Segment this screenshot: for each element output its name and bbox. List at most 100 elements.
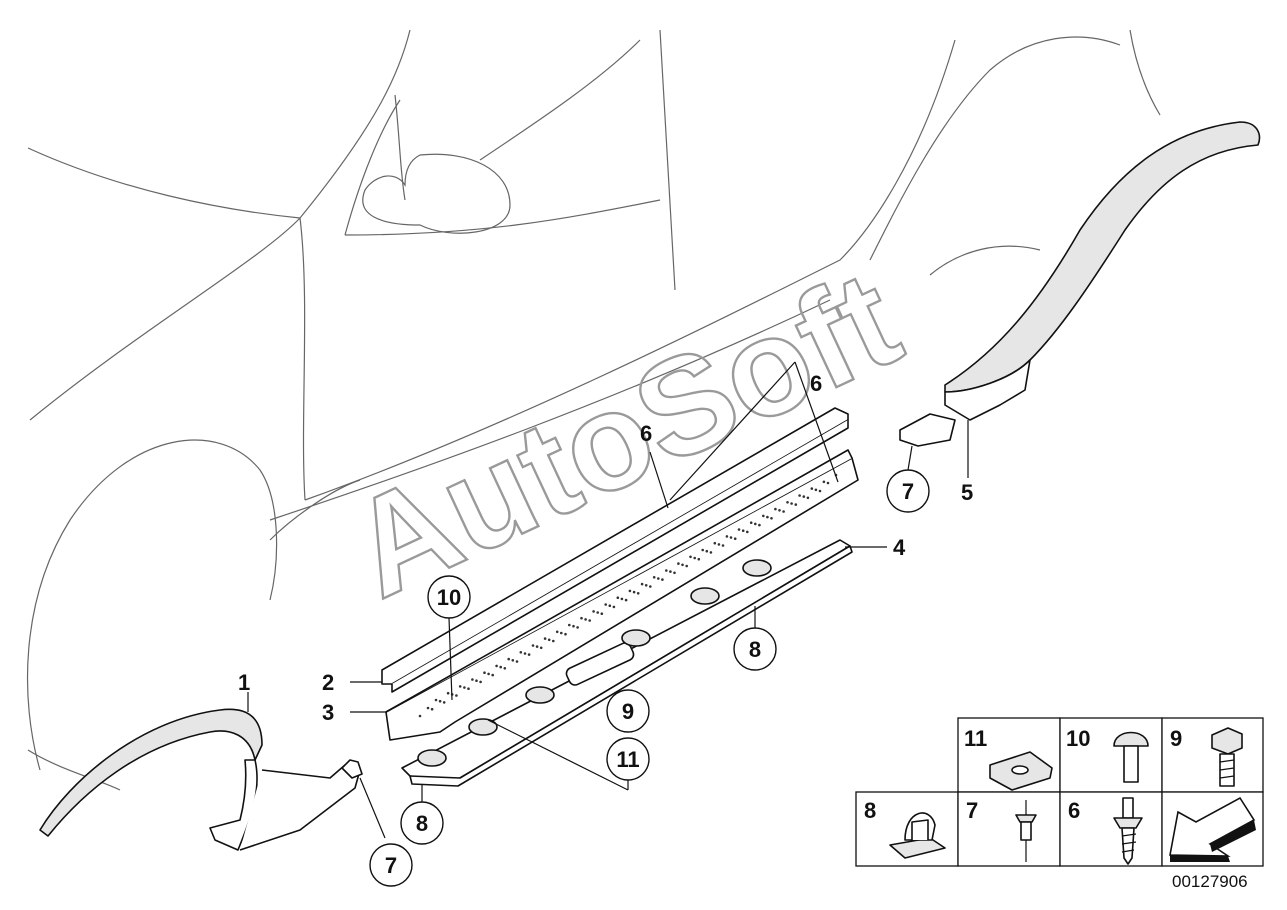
sill-dot — [652, 576, 656, 579]
sill-dot — [632, 590, 636, 594]
label-1: 1 — [238, 670, 250, 695]
label-6-top: 6 — [640, 421, 652, 446]
sill-dot — [592, 610, 595, 613]
sill-dot — [762, 514, 765, 518]
label-6-right: 6 — [810, 371, 822, 396]
callout-7-right: 7 — [886, 469, 930, 513]
sill-dot — [681, 563, 684, 567]
sill-dot — [426, 706, 430, 710]
sill-dot — [717, 543, 721, 546]
sill-dot — [434, 698, 438, 702]
part-4-sill-lower-trim — [401, 539, 853, 787]
sill-dot — [547, 638, 551, 642]
sill-dot — [527, 653, 531, 656]
callout-11: 11 — [606, 737, 650, 781]
sill-dot — [725, 535, 729, 538]
sill-dot — [802, 495, 806, 498]
sill-dot — [697, 557, 701, 561]
svg-text:9: 9 — [622, 699, 634, 724]
sill-dot — [741, 529, 745, 532]
clip-nut-icon — [989, 751, 1053, 791]
vehicle-body-outline — [26, 29, 1161, 791]
sill-dot — [693, 556, 696, 560]
svg-text:8: 8 — [749, 637, 761, 662]
sill-dot — [495, 664, 498, 668]
sill-dot — [729, 536, 733, 539]
sill-dot — [580, 616, 583, 620]
sill-dot — [612, 605, 616, 609]
sill-dot — [758, 523, 761, 527]
callout-9: 9 — [606, 689, 650, 733]
plastic-clip-icon — [889, 812, 946, 859]
sill-dot — [584, 618, 587, 621]
sill-dot — [560, 631, 563, 635]
sill-dot — [640, 582, 644, 586]
sill-dot — [628, 589, 632, 593]
sill-dot — [572, 624, 575, 628]
sill-dot — [467, 687, 470, 690]
sill-dot — [685, 564, 688, 568]
sill-dot — [810, 487, 814, 490]
sill-dot — [483, 671, 486, 674]
sill-dot — [713, 541, 717, 545]
legend-number-6: 6 — [1068, 798, 1080, 823]
sill-dot — [463, 686, 466, 689]
sill-dot — [479, 680, 482, 684]
sill-dot — [531, 644, 535, 647]
sill-dot — [814, 488, 818, 492]
sill-dot — [446, 691, 450, 695]
svg-text:7: 7 — [385, 853, 397, 878]
small-parts-legend: 11 10 9 8 7 6 — [855, 717, 1264, 867]
sill-dot — [649, 585, 652, 588]
sill-dot — [511, 659, 515, 662]
legend-number-9: 9 — [1170, 726, 1182, 751]
sill-dot — [438, 699, 442, 703]
part-1-wheel-arch-trim — [39, 708, 363, 851]
sill-dot — [442, 701, 446, 704]
sill-dot — [515, 660, 519, 663]
sill-dot — [665, 569, 668, 572]
sill-dot — [701, 548, 704, 552]
sill-dot — [543, 637, 547, 640]
sill-dot — [778, 509, 781, 512]
sill-dot — [491, 673, 495, 677]
sill-dot — [636, 592, 640, 595]
sill-dot — [770, 517, 773, 520]
sill-dot — [709, 551, 713, 554]
sill-dot — [576, 626, 579, 629]
hex-bolt-icon — [1211, 727, 1243, 787]
sill-dot — [669, 570, 672, 573]
svg-text:7: 7 — [902, 479, 914, 504]
legend-number-11: 11 — [964, 726, 987, 751]
legend-number-7: 7 — [966, 798, 978, 823]
label-5: 5 — [961, 480, 973, 505]
sill-dot — [794, 503, 798, 506]
sill-dot — [535, 645, 539, 648]
sill-dot — [539, 646, 543, 650]
sill-dot — [555, 630, 559, 634]
sill-dot — [620, 597, 624, 601]
blind-rivet-icon — [1015, 800, 1037, 862]
sill-dot — [564, 632, 567, 636]
sill-dot — [596, 611, 599, 614]
sill-dot — [782, 510, 785, 513]
callout-8-left: 8 — [400, 801, 444, 845]
label-2: 2 — [322, 670, 334, 695]
sill-dot — [689, 555, 692, 559]
sill-dot — [475, 679, 478, 682]
sill-dot — [604, 603, 607, 606]
diagram-id: 00127906 — [1172, 872, 1248, 891]
mushroom-head-pin-icon — [1113, 731, 1149, 783]
callout-10: 10 — [427, 575, 471, 619]
sill-dot — [766, 515, 769, 519]
sill-dot — [430, 707, 434, 711]
sill-dot — [661, 578, 664, 581]
direction-arrow-icon — [1169, 796, 1256, 862]
sill-dot — [826, 481, 830, 485]
sill-dot — [588, 619, 591, 622]
svg-text:8: 8 — [416, 811, 428, 836]
sill-dot — [733, 537, 737, 540]
sill-dot — [624, 598, 628, 602]
legend-number-10: 10 — [1066, 726, 1090, 751]
